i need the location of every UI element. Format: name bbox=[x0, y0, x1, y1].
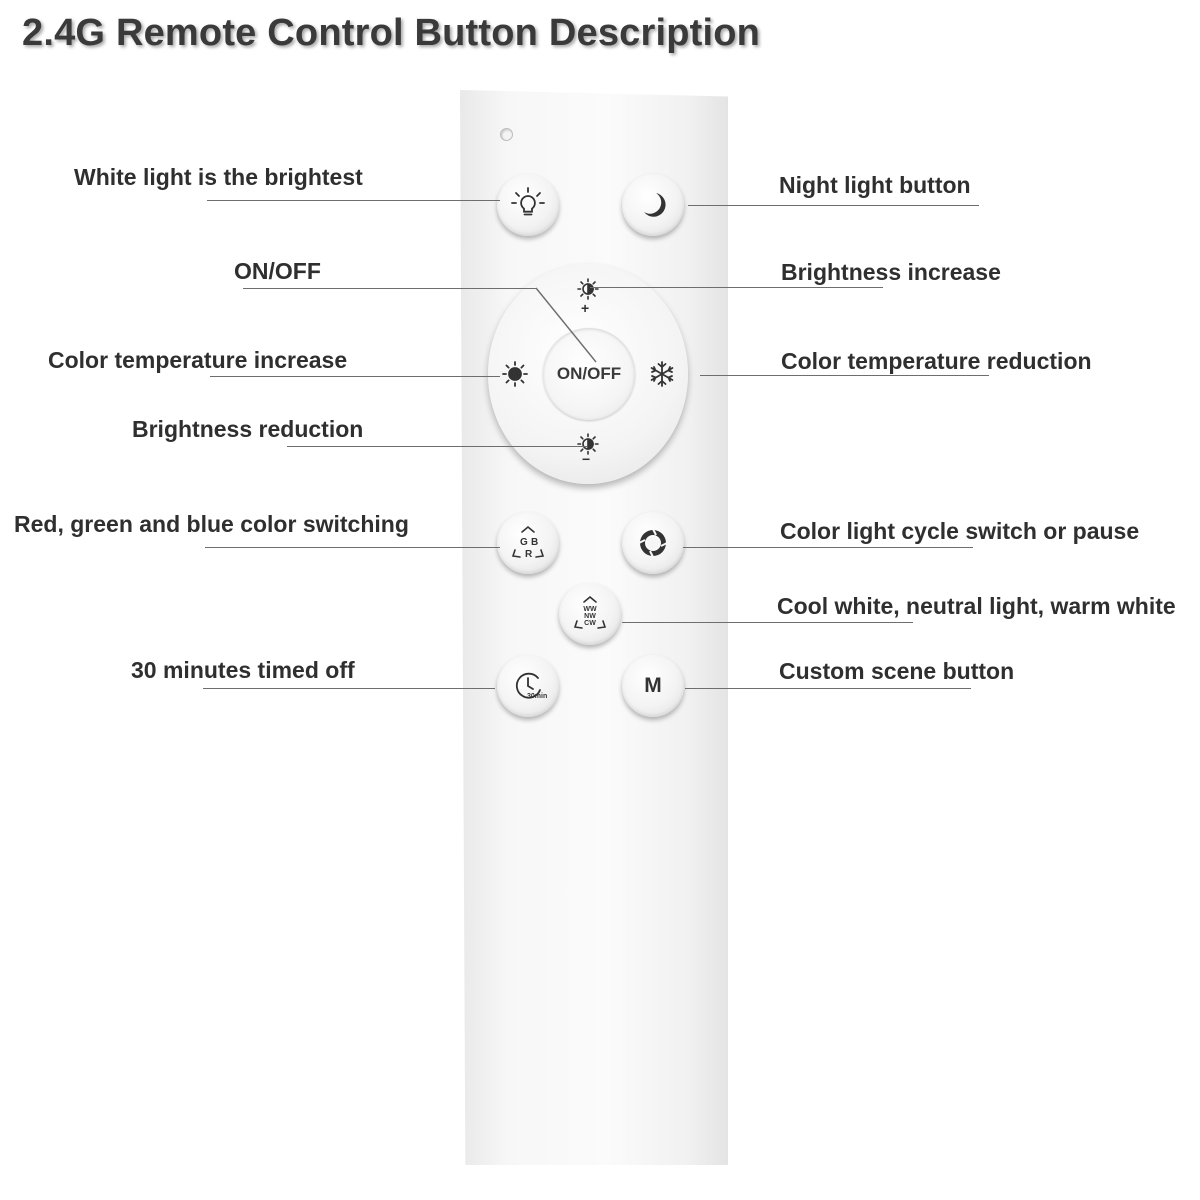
leader-white-brightest bbox=[207, 200, 500, 201]
cycle-icon bbox=[638, 528, 668, 558]
rgb-switch-button[interactable]: G B R bbox=[497, 512, 559, 574]
brightness-minus-icon bbox=[577, 433, 599, 455]
page-title: 2.4G Remote Control Button Description bbox=[22, 12, 761, 54]
white-tone-cycle-icon: WW NW CW bbox=[573, 595, 607, 629]
label-cycle: Color light cycle switch or pause bbox=[780, 518, 1140, 544]
plus-sign: + bbox=[581, 300, 590, 316]
tone-ww: WW bbox=[583, 606, 597, 613]
white-tone-button[interactable]: WW NW CW bbox=[559, 583, 621, 645]
timer-icon: 30min bbox=[515, 672, 547, 700]
brightness-increase-button[interactable] bbox=[573, 276, 603, 321]
label-brightness-increase: Brightness increase bbox=[781, 259, 1001, 285]
white-brightest-button[interactable] bbox=[497, 174, 559, 236]
tone-cw: CW bbox=[584, 620, 596, 627]
on-off-button[interactable]: ON/OFF bbox=[543, 328, 635, 420]
label-white-tone: Cool white, neutral light, warm white bbox=[777, 593, 1176, 619]
night-light-button[interactable] bbox=[622, 174, 684, 236]
brightness-reduction-button[interactable] bbox=[573, 430, 603, 465]
rgb-letter-r: R bbox=[525, 549, 533, 560]
leader-brightness-reduction bbox=[287, 446, 587, 447]
rgb-cycle-icon: G B R bbox=[511, 525, 545, 560]
label-on-off: ON/OFF bbox=[234, 258, 321, 284]
label-custom-scene: Custom scene button bbox=[779, 658, 1015, 684]
label-color-temp-increase: Color temperature increase bbox=[48, 347, 348, 373]
minus-sign: − bbox=[582, 451, 591, 467]
leader-custom-scene bbox=[685, 688, 971, 689]
leader-on-off-diagonal bbox=[535, 287, 597, 363]
rgb-letter-b: B bbox=[531, 537, 538, 548]
bulb-icon bbox=[511, 187, 545, 216]
label-brightness-reduction: Brightness reduction bbox=[132, 416, 364, 442]
leader-rgb bbox=[205, 547, 500, 548]
custom-scene-button[interactable]: M bbox=[622, 655, 684, 717]
label-night-light: Night light button bbox=[779, 172, 971, 198]
timer-text: 30min bbox=[527, 693, 547, 700]
label-rgb: Red, green and blue color switching bbox=[14, 511, 409, 537]
on-off-text: ON/OFF bbox=[556, 364, 622, 383]
brightness-plus-icon bbox=[577, 278, 599, 300]
leader-white-tone bbox=[622, 622, 913, 623]
leader-color-temp-increase bbox=[210, 376, 500, 377]
timer-off-button[interactable]: 30min bbox=[497, 655, 559, 717]
ir-indicator bbox=[500, 128, 513, 141]
leader-cycle bbox=[683, 547, 973, 548]
color-temp-increase-button[interactable] bbox=[500, 359, 530, 394]
snowflake-icon bbox=[650, 361, 674, 387]
sun-icon bbox=[502, 361, 528, 387]
label-white-brightest: White light is the brightest bbox=[74, 164, 363, 190]
leader-brightness-increase bbox=[590, 287, 883, 288]
color-temp-reduction-button[interactable] bbox=[647, 359, 677, 394]
leader-timer bbox=[203, 688, 495, 689]
leader-on-off bbox=[243, 288, 536, 289]
m-letter: M bbox=[644, 674, 662, 697]
leader-night-light bbox=[688, 205, 979, 206]
label-color-temp-reduction: Color temperature reduction bbox=[781, 348, 1092, 374]
rgb-letter-g: G bbox=[520, 537, 528, 548]
tone-nw: NW bbox=[584, 613, 596, 620]
leader-color-temp-reduction bbox=[700, 375, 989, 376]
moon-icon bbox=[644, 193, 666, 217]
label-timer: 30 minutes timed off bbox=[131, 657, 355, 683]
color-cycle-button[interactable] bbox=[622, 512, 684, 574]
